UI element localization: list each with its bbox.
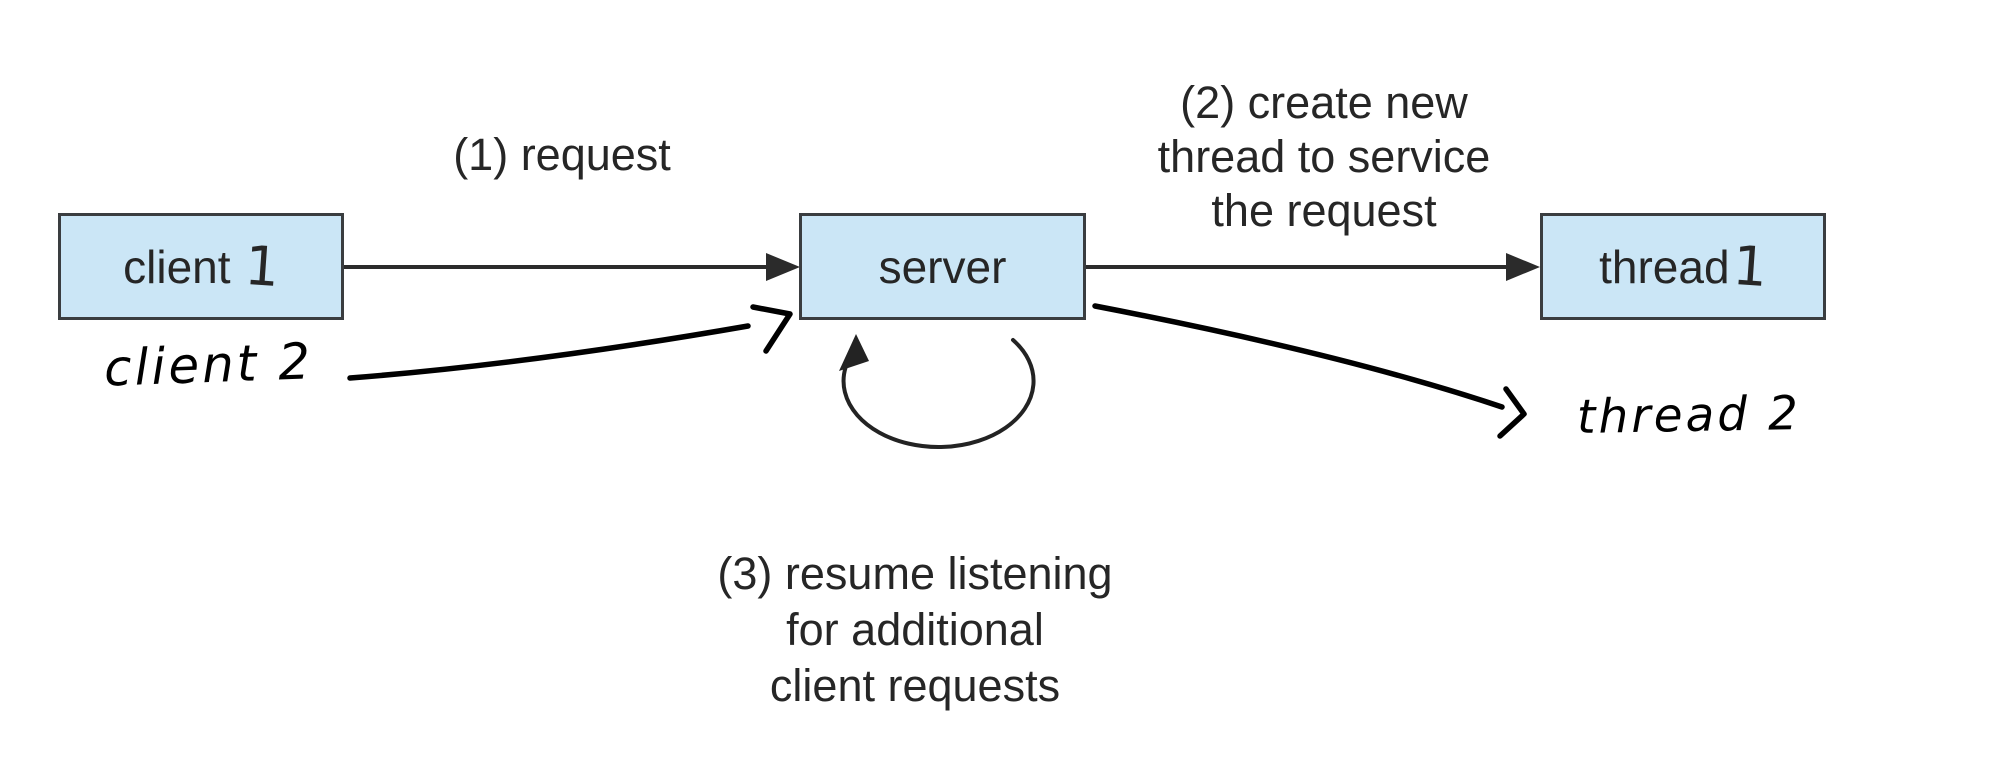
label-step3-resume-listening: (3) resume listening for additional clie… <box>717 548 1113 711</box>
request-arrow <box>344 253 800 281</box>
thread1-box-handwritten-1: 1 <box>1730 233 1770 299</box>
server-box: server <box>799 213 1086 320</box>
resume-listening-loop-arrow <box>839 334 1036 449</box>
handwritten-thread2-label: thread 2 <box>1576 386 1802 445</box>
label-step2-create-thread: (2) create new thread to service the req… <box>1157 77 1491 236</box>
create-thread-arrow <box>1086 253 1540 281</box>
client-box-label: client <box>123 240 231 293</box>
label-step1-request: (1) request <box>453 129 671 180</box>
thread1-box-label: thread <box>1599 240 1730 293</box>
server-box-label: server <box>878 240 1007 293</box>
client2-request-arrow <box>347 304 793 381</box>
client-box-handwritten-1: 1 <box>242 233 282 299</box>
server-to-thread2-arrow <box>1092 303 1527 439</box>
handwritten-client2-label: client 2 <box>103 332 314 398</box>
